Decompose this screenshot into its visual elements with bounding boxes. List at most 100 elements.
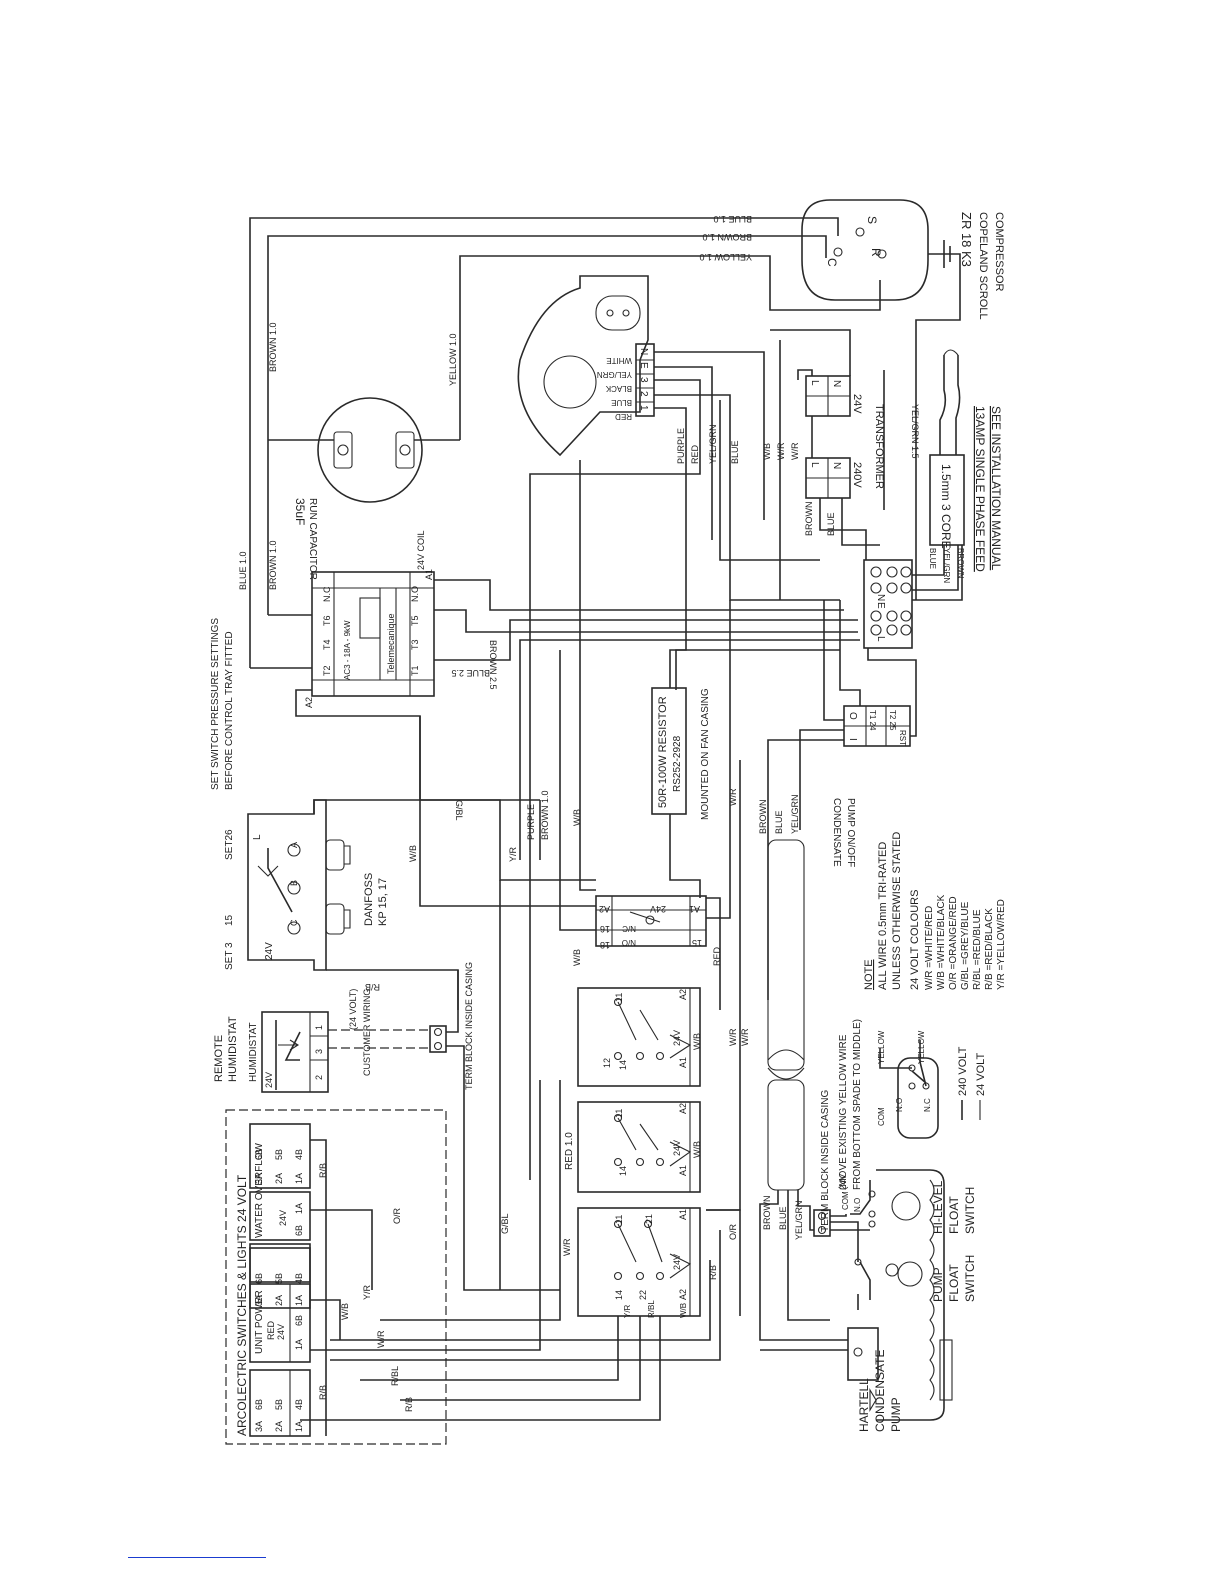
wire-label-yelgrn-fan: YEL/GRN [708,424,718,464]
colour-gbl: G/BL =GREY/BLUE [960,901,971,990]
panel-d-2a: 2A [274,1295,284,1306]
pressure-note-1: SET SWITCH PRESSURE SETTINGS [210,618,221,790]
panel-unit-6b: 6B [294,1315,304,1326]
legend-240v: 240 VOLT [957,1046,969,1096]
wire-label-wr-relay-1: W/R [728,1028,738,1046]
relay-1-12: 12 [602,1058,612,1068]
pump-cable [759,839,830,1341]
wire-label-brown-cond: BROWN [758,800,768,835]
note-title: NOTE [863,959,875,990]
run-capacitor: 35uF RUN CAPACITOR [268,397,460,580]
relay-2-a1: A1 [678,1165,688,1176]
supply-cable: 1.5mm 3 CORE [939,464,953,549]
timer-nc: N/C [622,924,636,933]
wire-label-blue-fan: BLUE [730,440,740,464]
contactor-t6: T6 [322,615,332,626]
wire-label-gbl-top: G/BL [454,800,464,821]
wire-label-wr-relay-3: W/R [562,1238,572,1256]
condensate-switch-rst: RST [898,730,907,746]
pump-float-1: PUMP [931,1267,945,1302]
humidistat-remote: REMOTE [213,1035,225,1082]
resistor-line3: MOUNTED ON FAN CASING [700,688,711,820]
contactor-nc: N.C [322,586,332,602]
supply-wire-brown: BROWN [956,548,965,579]
wire-label-blue-cond: BLUE [774,810,784,834]
condensate-switch-o: O [847,712,858,720]
wire-label-wb-panel: W/B [340,1303,350,1320]
customer-wiring-label: CUSTOMER WIRING [362,989,372,1076]
fan-wire-blue: BLUE [611,398,632,407]
timer-16: 16 [600,924,610,934]
panel-unit-power: UNIT POWER [254,1290,265,1354]
timer-relay: A1 A2 24V 16 18 15 N/C N/O [595,895,707,950]
panel-d-4b: 4B [294,1273,304,1284]
supply-feed: 1.5mm 3 CORE 13AMP SINGLE PHASE FEED SEE… [912,349,1003,601]
colour-or: O/R =ORANGE/RED [948,896,959,990]
note-line-2: UNLESS OTHERWISE STATED [891,832,903,990]
wire-label-yellow-1-0-top: YELLOW 1.0 [699,252,752,262]
wire-label-red-1-0: RED 1.0 [564,1132,575,1170]
panel-f-5b: 5B [274,1149,284,1160]
contactor-wires [250,579,858,801]
wire-label-yr-panel: Y/R [362,1284,372,1300]
wire-label-wr-panel: W/R [376,1330,386,1348]
wire-label-brown-tx: BROWN [804,502,814,537]
terminal-c-label: C [825,258,839,267]
panel-f-3a: 3A [254,1173,264,1184]
relay-3-14: 14 [614,1290,624,1300]
wire-label-blue-1-0-left: BLUE 1.0 [238,551,248,590]
panel-a-3a: 3A [254,1421,264,1432]
relay-3-22: 22 [638,1290,648,1300]
wire-label-yelgrn-1-5: YEL/GRN 1.5 [910,404,920,459]
relay-3-21: 21 [644,1214,654,1224]
hi-level-3: SWITCH [963,1187,977,1234]
compressor-type: COMPRESSOR [993,212,1005,292]
transformer-wires [770,329,880,600]
timer-no: N/O [622,938,636,947]
relay-1: 11 12 14 A1 A2 24V [577,987,701,1087]
center-bus-wires [519,460,860,1211]
wire-label-brown-pump: BROWN [762,1196,772,1231]
panel-a-1a: 1A [294,1421,304,1432]
timer-15: 15 [692,938,702,948]
transformer-24v-l: L [809,380,820,386]
pump-float-2: FLOAT [947,1264,961,1302]
supply-wire-blue: BLUE [928,548,937,569]
panel-d-5b: 5B [274,1273,284,1284]
wire-label-wb-ps: W/B [408,845,418,862]
wire-label-blue-2-5: BLUE 2.5 [451,668,490,678]
pressure-switch-brand: DANFOSS [363,873,375,926]
wire-label-red-center: RED [712,946,722,966]
pressure-switch-model: KP 15, 17 [377,878,389,926]
pump-line2: CONDENSATE [873,1350,887,1432]
relay-3-24v: 24V [672,1254,682,1270]
pump-no: N.O [853,1198,862,1212]
compressor-model: ZR 18 K3 [959,212,974,267]
transformer-240v-n: N [831,462,842,469]
panel-a-5b: 5B [274,1399,284,1410]
contactor: A2 T2 T4 T6 N.C T1 T3 T5 N.O A1 Telemeca… [304,530,435,708]
contactor-t1: T1 [410,665,420,676]
colour-wr: W/R =WHITE/RED [924,906,935,990]
transformer: L N L N 24V 240V TRANSFORMER [805,370,885,510]
pump-float-3: SWITCH [963,1255,977,1302]
fan-wire-white: WHITE [606,356,632,365]
contactor-no: N.O [410,586,420,602]
wire-label-rb-ps: R/B [365,982,380,992]
panel-a-2a: 2A [274,1421,284,1432]
supply-block-n: N [875,594,886,601]
condensate-switch-i: I [847,738,858,741]
wire-label-wb-relay-1: W/B [692,1033,702,1050]
hi-level-2: FLOAT [947,1196,961,1234]
wire-label-or-panel: O/R [392,1207,402,1224]
wire-label-brown-1-0-top: BROWN 1.0 [702,232,752,242]
timer-24v: 24V [650,904,666,914]
compressor-make: COPELAND SCROLL [977,212,989,320]
wire-label-rbl-panel: R/BL [390,1366,400,1386]
humidistat-terminal-2: 2 [314,1075,324,1080]
relay-2-a2: A2 [678,1103,688,1114]
humidistat-remote-2: HUMIDISTAT [227,1016,239,1082]
relay-2-14: 14 [618,1166,628,1176]
relay-3-11: 11 [614,1215,624,1224]
humidistat-terminal-3: 3 [314,1049,324,1054]
